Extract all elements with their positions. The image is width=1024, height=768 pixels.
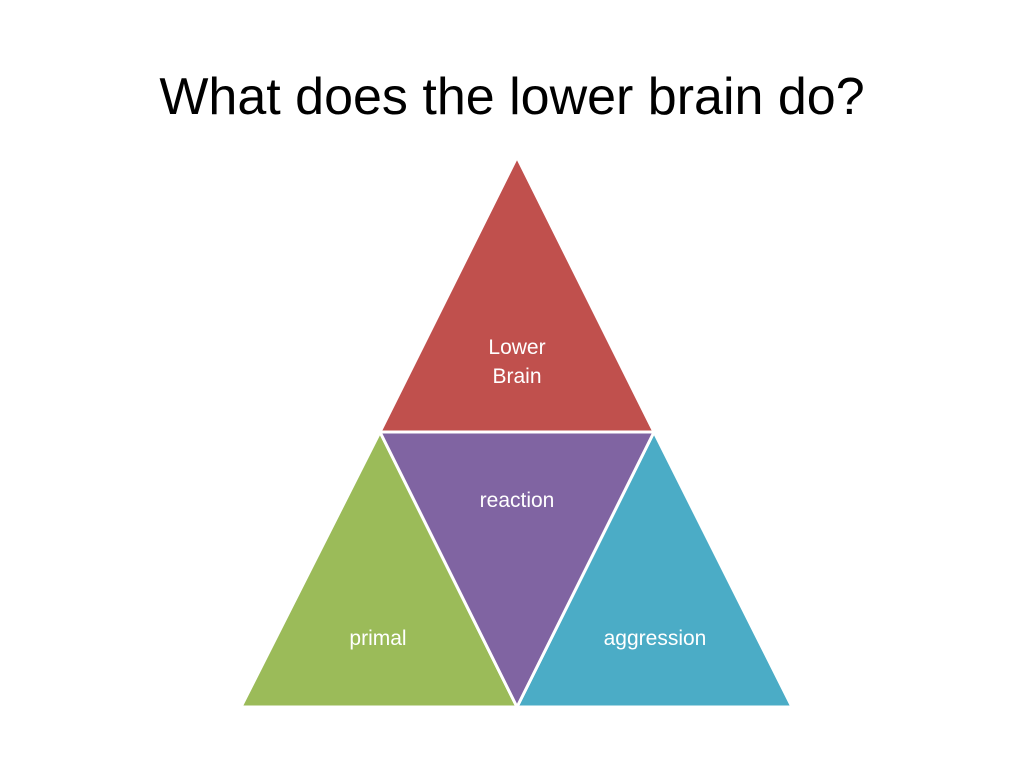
segment-bottom-right-label: aggression — [604, 627, 707, 650]
segment-center-label: reaction — [480, 489, 555, 512]
segment-top-shape — [378, 155, 656, 434]
segment-center-shape — [378, 430, 656, 709]
segment-top-label-line1: Lower — [488, 336, 545, 359]
segment-top-label-line2: Brain — [492, 365, 541, 388]
segment-bottom-left-label: primal — [349, 627, 406, 650]
slide-title: What does the lower brain do? — [159, 68, 865, 126]
